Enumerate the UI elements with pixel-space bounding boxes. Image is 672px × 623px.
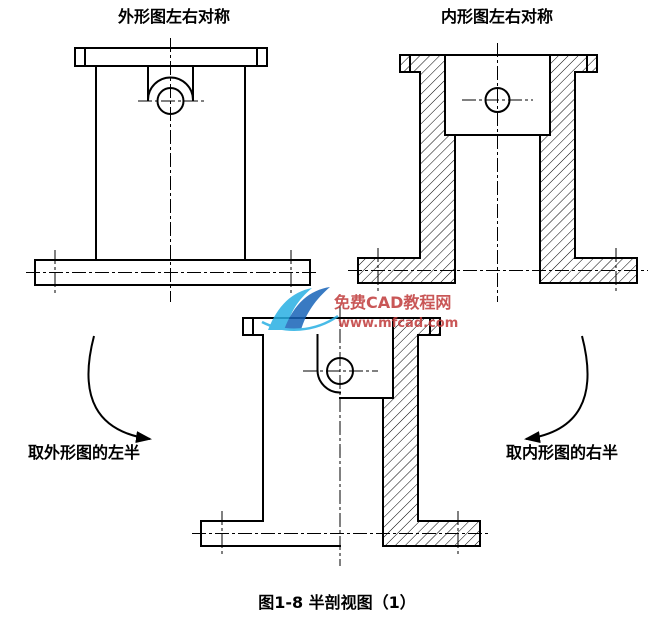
title-internal-view: 内形图左右对称: [441, 7, 553, 26]
title-external-view: 外形图左右对称: [117, 7, 230, 26]
watermark-site-name: 免费CAD教程网: [334, 293, 451, 312]
section-wall-right-hatch: [539, 54, 638, 284]
note-take-left-half: 取外形图的左半: [28, 443, 140, 462]
mfcad-logo-underline: [261, 314, 339, 331]
half-section-centerlines: [192, 306, 488, 566]
watermark-site-url: www.mfcad.com: [338, 316, 458, 331]
external-view: [26, 38, 319, 302]
mfcad-logo-swoosh-blue: [284, 287, 330, 330]
curved-arrow-left: [87, 335, 152, 444]
curved-arrow-right: [524, 335, 589, 444]
watermark: 免费CAD教程网 www.mfcad.com: [261, 287, 458, 331]
half-section-view: [192, 306, 488, 566]
external-view-centerlines: [26, 38, 319, 302]
internal-section-view: [348, 43, 648, 302]
mfcad-logo-swoosh-cyan: [268, 288, 312, 330]
note-take-right-half: 取内形图的右半: [506, 443, 618, 462]
section-wall-left-hatch: [357, 54, 456, 284]
figure-caption: 图1-8 半剖视图（1）: [258, 593, 416, 612]
external-view-outline: [34, 47, 311, 286]
internal-view-centerlines: [348, 43, 648, 302]
half-section-right-hatch: [382, 317, 481, 547]
right-transform-arrow: [524, 335, 589, 444]
left-transform-arrow: [87, 335, 152, 444]
